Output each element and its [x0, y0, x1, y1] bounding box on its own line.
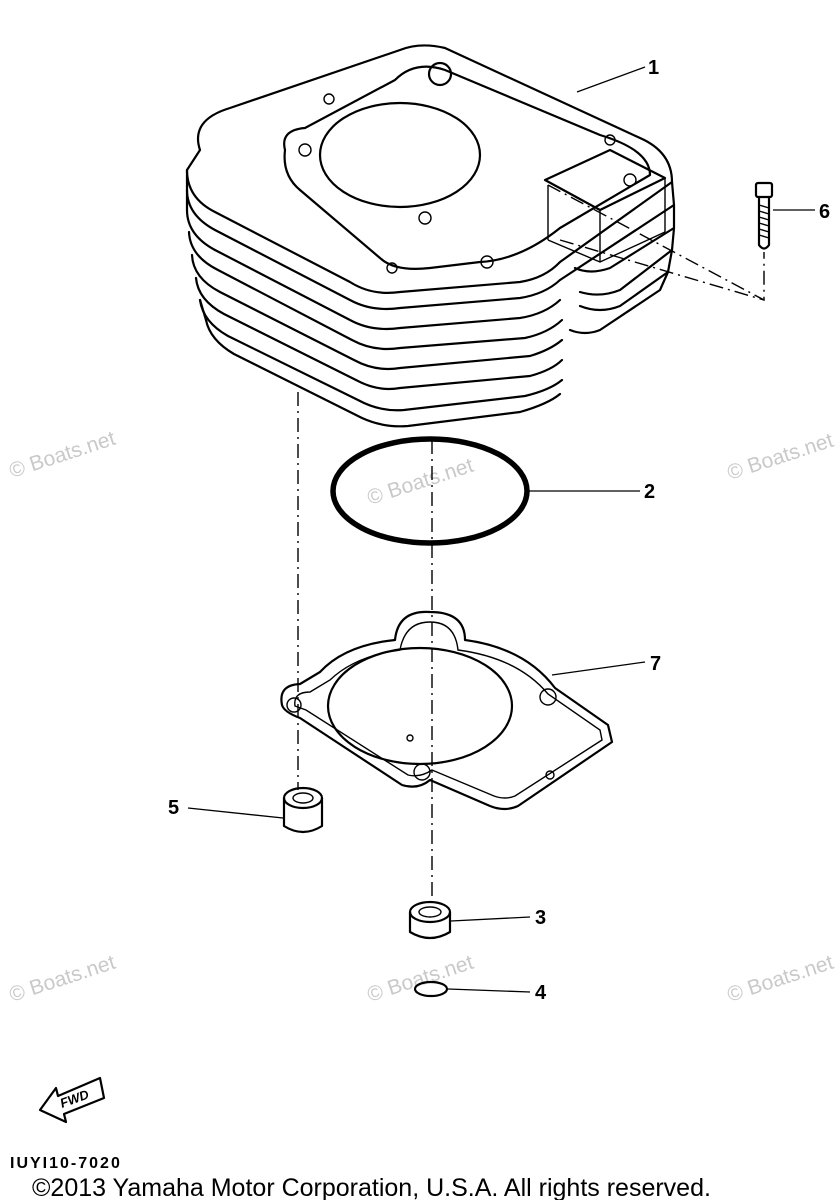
- callout-1: 1: [648, 57, 659, 79]
- callout-5: 5: [168, 797, 179, 819]
- watermark: © Boats.net: [6, 951, 118, 1007]
- gasket-drawing: [280, 610, 614, 811]
- watermark: © Boats.net: [364, 454, 476, 510]
- cylinder-drawing: [185, 44, 676, 428]
- callout-3: 3: [535, 907, 546, 929]
- bolt-drawing: [754, 181, 774, 250]
- fwd-arrow-icon: FWD: [38, 1076, 106, 1124]
- watermark: © Boats.net: [6, 427, 118, 483]
- callout-6: 6: [819, 201, 830, 223]
- o-ring-drawing: [330, 436, 530, 546]
- assembly-lines: [297, 184, 765, 905]
- watermark: © Boats.net: [724, 951, 836, 1007]
- callout-4: 4: [535, 982, 547, 1004]
- small-o-ring-drawing: [413, 980, 449, 998]
- leader-lines: [187, 66, 815, 993]
- copyright-notice: ©2013 Yamaha Motor Corporation, U.S.A. A…: [32, 1174, 711, 1200]
- watermark: © Boats.net: [724, 429, 836, 485]
- diagram-code: IUYI10-7020: [10, 1155, 122, 1172]
- dowel-pin-right-drawing: [408, 900, 452, 940]
- dowel-pin-left-drawing: [282, 786, 324, 834]
- callout-2: 2: [644, 481, 655, 503]
- watermark-layer: © Boats.net © Boats.net © Boats.net © Bo…: [6, 427, 836, 1007]
- fwd-label: FWD: [58, 1086, 92, 1110]
- watermark: © Boats.net: [364, 951, 476, 1007]
- callout-7: 7: [650, 653, 661, 675]
